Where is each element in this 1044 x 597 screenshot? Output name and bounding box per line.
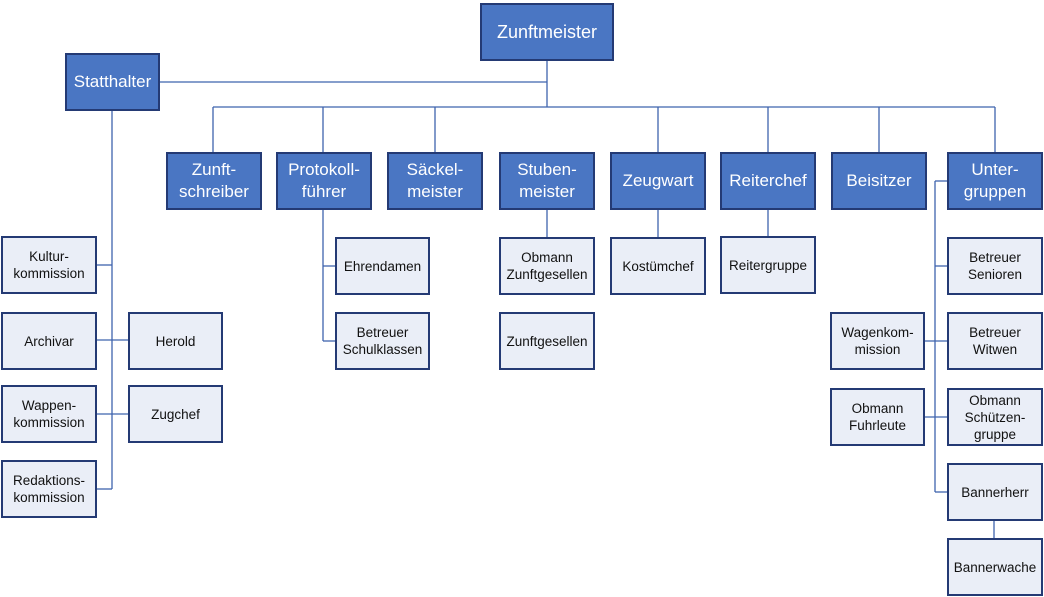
- node-kostuemchef: Kostümchef: [610, 237, 706, 295]
- node-betreuer-witwen: Betreuer Witwen: [947, 312, 1043, 370]
- node-betreuer-schulklassen: Betreuer Schulklassen: [335, 312, 430, 370]
- node-herold: Herold: [128, 312, 223, 370]
- node-obmann-fuhrleute: Obmann Fuhrleute: [830, 388, 925, 446]
- node-redaktionskommission: Redaktions- kommission: [1, 460, 97, 518]
- node-zunftgesellen: Zunftgesellen: [499, 312, 595, 370]
- node-stubenmeister: Stuben- meister: [499, 152, 595, 210]
- node-ehrendamen: Ehrendamen: [335, 237, 430, 295]
- node-kulturkommission: Kultur- kommission: [1, 236, 97, 294]
- node-archivar: Archivar: [1, 312, 97, 370]
- node-wagenkommission: Wagenkom- mission: [830, 312, 925, 370]
- node-zugchef: Zugchef: [128, 385, 223, 443]
- node-obmann-zunftgesellen: Obmann Zunftgesellen: [499, 237, 595, 295]
- node-protokollfuehrer: Protokoll- führer: [276, 152, 372, 210]
- node-obmann-schuetzengruppe: Obmann Schützen- gruppe: [947, 388, 1043, 446]
- node-beisitzer: Beisitzer: [831, 152, 927, 210]
- node-betreuer-senioren: Betreuer Senioren: [947, 237, 1043, 295]
- node-bannerwache: Bannerwache: [947, 538, 1043, 596]
- node-zunftschreiber: Zunft- schreiber: [166, 152, 262, 210]
- node-saeckelmeister: Säckel- meister: [387, 152, 483, 210]
- node-zeugwart: Zeugwart: [610, 152, 706, 210]
- node-zunftmeister: Zunftmeister: [480, 3, 614, 61]
- node-statthalter: Statthalter: [65, 53, 160, 111]
- node-untergruppen: Unter- gruppen: [947, 152, 1043, 210]
- node-reiterchef: Reiterchef: [720, 152, 816, 210]
- node-wappenkommission: Wappen- kommission: [1, 385, 97, 443]
- node-reitergruppe: Reitergruppe: [720, 236, 816, 294]
- node-bannerherr: Bannerherr: [947, 463, 1043, 521]
